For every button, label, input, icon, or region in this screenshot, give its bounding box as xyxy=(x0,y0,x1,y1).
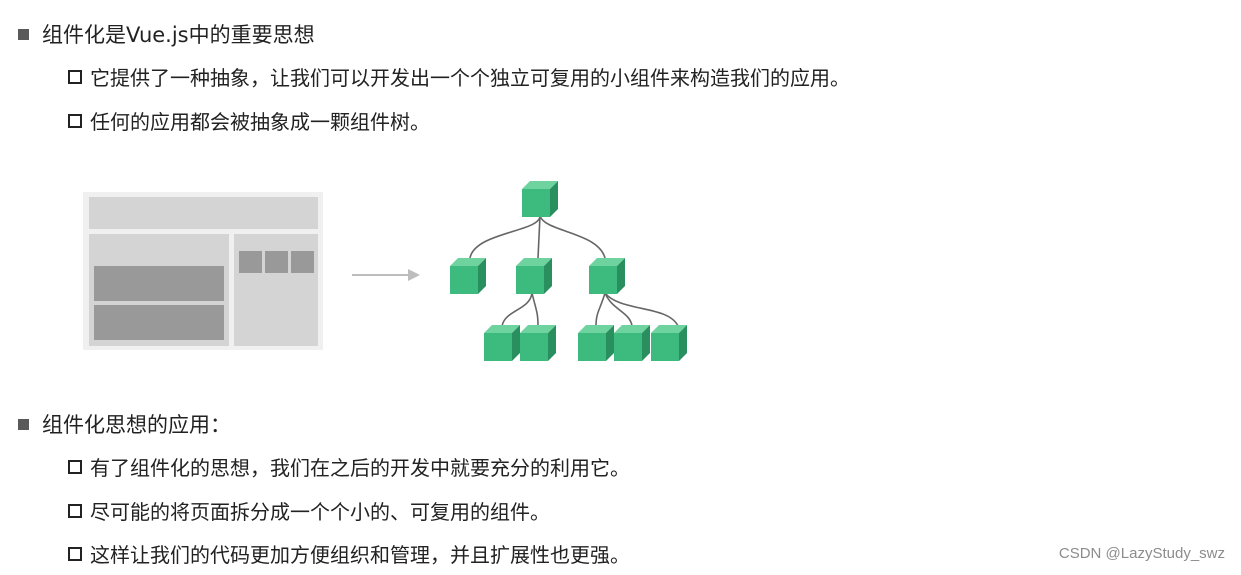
wireframe-header xyxy=(89,197,318,229)
cube-node-icon xyxy=(651,325,687,361)
section2-heading-row: 组件化思想的应用： xyxy=(18,409,231,439)
cube-node-icon xyxy=(614,325,650,361)
cube-node-icon xyxy=(522,181,558,217)
section1-item-text: 任何的应用都会被抽象成一颗组件树。 xyxy=(90,110,430,134)
bullet-square-icon xyxy=(18,418,29,430)
section2-heading: 组件化思想的应用： xyxy=(42,413,231,437)
bullet-hollow-square-icon xyxy=(68,459,82,474)
bullet-hollow-square-icon xyxy=(68,113,82,128)
cube-node-icon xyxy=(516,258,552,294)
section1-heading: 组件化是Vue.js中的重要思想 xyxy=(42,23,315,47)
wireframe-side-block xyxy=(291,251,314,273)
tree-nodes xyxy=(450,181,687,361)
section2-item: 有了组件化的思想，我们在之后的开发中就要充分的利用它。 xyxy=(68,452,630,481)
section2-item: 这样让我们的代码更加方便组织和管理，并且扩展性也更强。 xyxy=(68,539,630,568)
tree-connectors xyxy=(469,215,679,327)
section2-item: 尽可能的将页面拆分成一个个小的、可复用的组件。 xyxy=(68,496,550,525)
section1-item: 它提供了一种抽象，让我们可以开发出一个个独立可复用的小组件来构造我们的应用。 xyxy=(68,62,850,91)
bullet-hollow-square-icon xyxy=(68,546,82,561)
watermark: CSDN @LazyStudy_swz xyxy=(1058,545,1225,562)
cube-node-icon xyxy=(589,258,625,294)
section2-item-text: 尽可能的将页面拆分成一个个小的、可复用的组件。 xyxy=(90,500,550,524)
cube-node-icon xyxy=(450,258,486,294)
cube-node-icon xyxy=(578,325,614,361)
cube-node-icon xyxy=(484,325,520,361)
wireframe-side-block xyxy=(239,251,262,273)
wireframe-side-block xyxy=(265,251,288,273)
bullet-hollow-square-icon xyxy=(68,503,82,518)
section1-item: 任何的应用都会被抽象成一颗组件树。 xyxy=(68,106,430,135)
wireframe-side-panel xyxy=(234,234,318,346)
wireframe-content-block xyxy=(94,305,224,340)
section2-item-text: 有了组件化的思想，我们在之后的开发中就要充分的利用它。 xyxy=(90,456,630,480)
bullet-hollow-square-icon xyxy=(68,69,82,84)
right-arrow-icon xyxy=(352,269,420,281)
section1-heading-row: 组件化是Vue.js中的重要思想 xyxy=(18,19,315,49)
cube-node-icon xyxy=(520,325,556,361)
page-wireframe-illustration xyxy=(83,192,323,350)
section2-item-text: 这样让我们的代码更加方便组织和管理，并且扩展性也更强。 xyxy=(90,543,630,567)
section1-item-text: 它提供了一种抽象，让我们可以开发出一个个独立可复用的小组件来构造我们的应用。 xyxy=(90,66,850,90)
bullet-square-icon xyxy=(18,28,29,40)
wireframe-content-block xyxy=(94,266,224,301)
